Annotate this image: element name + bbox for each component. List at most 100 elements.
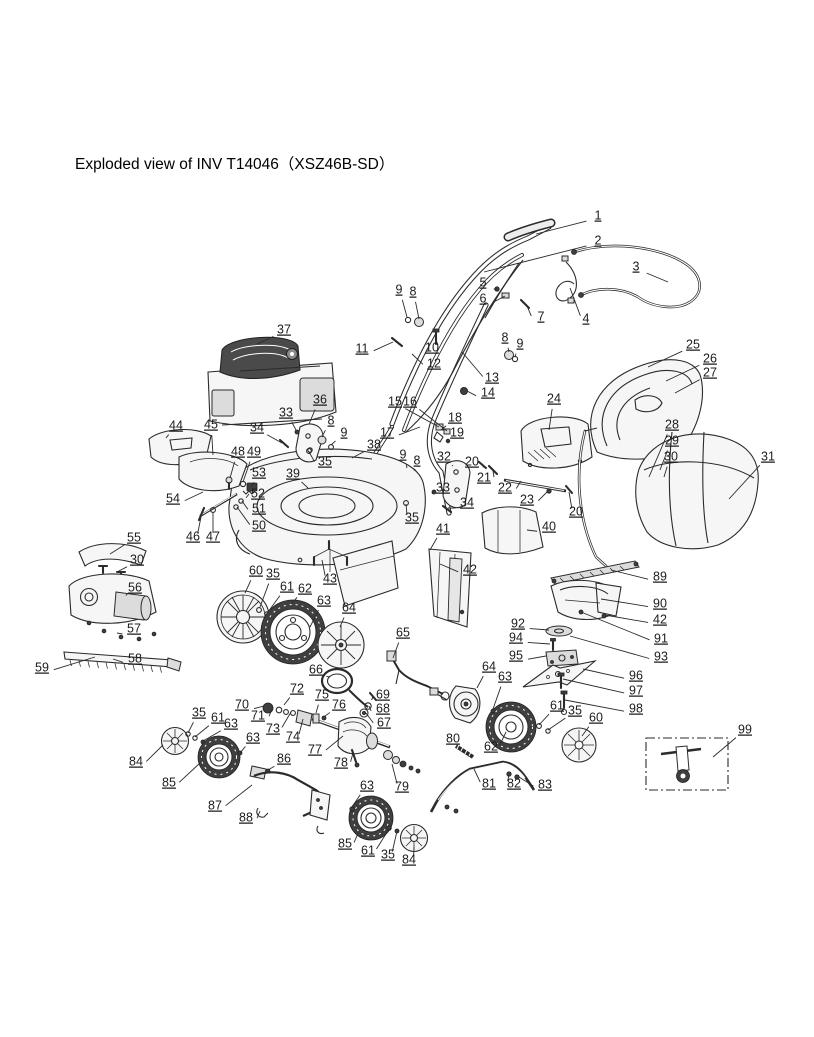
part-label-24: 24: [547, 392, 561, 406]
part-label-18: 18: [448, 411, 462, 425]
leader-line-65: [392, 642, 400, 659]
upper-handle-drawing: [389, 218, 556, 432]
part-label-32: 32: [437, 450, 451, 464]
part-label-14: 14: [481, 386, 495, 400]
leader-line-76: [324, 712, 331, 717]
part-label-23: 23: [520, 493, 534, 507]
part-label-58: 58: [128, 652, 142, 666]
handle-bracket-left-drawing: [278, 423, 334, 463]
mulch-door-drawing: [520, 416, 593, 469]
leader-line-63: [239, 746, 246, 754]
part-label-73: 73: [266, 722, 280, 736]
part-label-85: 85: [162, 776, 176, 790]
part-label-36: 36: [313, 393, 327, 407]
leader-line-87: [225, 784, 253, 807]
part-label-77: 77: [308, 743, 322, 757]
part-label-4: 4: [583, 312, 590, 326]
leader-line-37: [256, 335, 274, 345]
part-label-8: 8: [328, 414, 335, 428]
leader-line-79: [391, 763, 398, 784]
leader-line-90: [600, 598, 649, 607]
leader-line-30: [116, 566, 128, 573]
leader-line-84: [146, 744, 164, 762]
leader-line-28: [648, 434, 668, 478]
leader-line-25: [647, 350, 683, 368]
part-label-17: 17: [380, 426, 394, 440]
leader-line-85: [353, 830, 360, 843]
leader-line-17: [398, 426, 421, 436]
part-label-51: 51: [252, 502, 266, 516]
part-label-9: 9: [341, 426, 348, 440]
part-label-45: 45: [204, 418, 218, 432]
part-label-71: 71: [251, 709, 265, 723]
part-label-33: 33: [436, 481, 450, 495]
wheel-bottom-pair-drawing: [348, 795, 429, 853]
part-label-88: 88: [239, 811, 253, 825]
part-label-13: 13: [485, 371, 499, 385]
part-label-72: 72: [290, 682, 304, 696]
axle-drawing: [262, 702, 421, 774]
leader-line-31: [728, 464, 761, 500]
part-label-26: 26: [703, 352, 717, 366]
leader-line-62: [499, 731, 507, 746]
handle-bracket-right-drawing: [403, 460, 471, 514]
part-label-99: 99: [738, 723, 752, 737]
flap-bolts-drawing: [312, 539, 349, 572]
leader-line-69: [371, 696, 374, 701]
part-label-61: 61: [211, 711, 225, 725]
part-label-12: 12: [427, 357, 441, 371]
part-label-9: 9: [396, 283, 403, 297]
leader-line-39: [301, 481, 309, 489]
leader-line-8: [415, 301, 420, 320]
part-label-61: 61: [280, 580, 294, 594]
leader-line-27: [674, 379, 700, 394]
part-label-34: 34: [460, 496, 474, 510]
part-label-5: 5: [480, 276, 487, 290]
leader-line-9: [330, 440, 336, 446]
part-label-67: 67: [377, 716, 391, 730]
part-label-63: 63: [246, 731, 260, 745]
deck-drawing: [228, 448, 426, 566]
leader-line-16: [419, 409, 448, 432]
tool-box-drawing: [645, 737, 729, 791]
part-label-61: 61: [550, 699, 564, 713]
leader-line-9: [405, 464, 408, 469]
part-label-9: 9: [517, 337, 524, 351]
part-label-35: 35: [318, 455, 332, 469]
leader-line-3: [646, 272, 669, 283]
leader-line-13: [461, 351, 484, 377]
leader-line-35: [547, 717, 566, 731]
leader-line-15: [405, 408, 440, 428]
spring-bar-drawing: [429, 744, 536, 814]
leader-line-7: [526, 305, 532, 317]
leader-line-51: [241, 500, 249, 510]
part-label-21: 21: [477, 471, 491, 485]
leader-line-29: [659, 450, 668, 471]
part-label-59: 59: [35, 661, 49, 675]
part-label-62: 62: [484, 740, 498, 754]
leader-line-4: [569, 287, 581, 316]
part-label-75: 75: [315, 688, 329, 702]
part-label-69: 69: [376, 688, 390, 702]
leader-line-36: [308, 409, 316, 425]
leader-line-35: [187, 721, 194, 734]
leader-line-83: [518, 776, 534, 787]
part-label-90: 90: [653, 597, 667, 611]
leader-line-56: [125, 592, 129, 596]
part-label-30: 30: [130, 553, 144, 567]
leader-line-61: [267, 595, 281, 613]
leader-line-14: [466, 390, 477, 397]
leader-line-23: [538, 491, 548, 502]
leader-line-62: [291, 596, 298, 604]
part-label-37: 37: [277, 323, 291, 337]
leader-line-78: [350, 752, 354, 762]
leader-line-98: [564, 699, 625, 712]
part-label-84: 84: [402, 853, 416, 867]
leader-line-86: [267, 765, 275, 771]
part-label-1: 1: [595, 209, 602, 223]
part-label-78: 78: [334, 756, 348, 770]
leader-line-64: [339, 617, 345, 628]
wheel-left-pair-drawing: [160, 726, 243, 779]
leader-line-42: [604, 614, 649, 623]
leader-line-77: [325, 735, 344, 751]
